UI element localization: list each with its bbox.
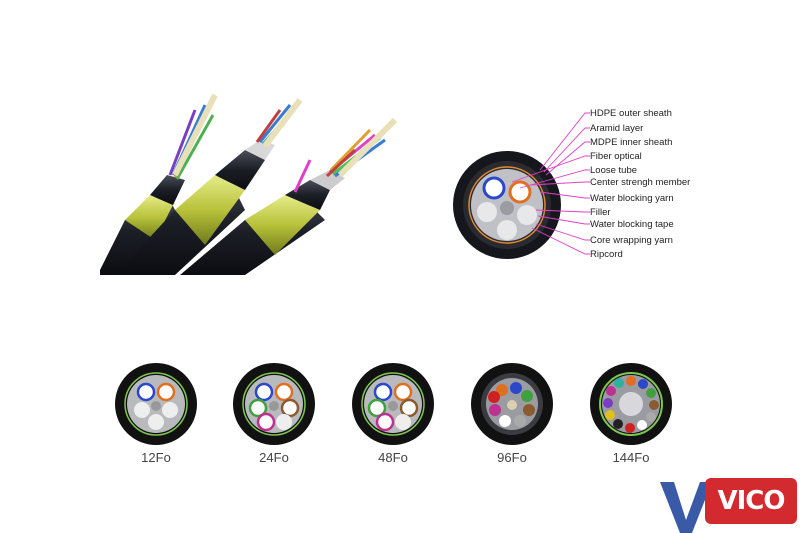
sample-label-96fo: 96Fo [497,450,527,465]
cable-right [180,117,398,275]
label-aramid-layer: Aramid layer [590,123,644,134]
cable-photo [100,93,398,275]
sample-label-144fo: 144Fo [612,450,650,465]
label-center-strength-member: Center strengh member [590,177,691,188]
logo-text: VICO [705,478,797,524]
label-filler: Filler [590,207,611,218]
sample-144fo-cross-section [590,363,672,445]
label-loose-tube: Loose tube [590,165,638,176]
sample-label-48fo: 48Fo [378,450,408,465]
sample-24fo-cross-section [233,363,315,445]
sample-48fo-cross-section [352,363,434,445]
sample-label-12fo: 12Fo [141,450,171,465]
label-water-blocking-tape: Water blocking tape [590,219,674,230]
sample-96fo-cross-section [471,363,553,445]
label-hdpe-outer-sheath: HDPE outer sheath [590,108,672,119]
label-core-wrapping-yarn: Core wrapping yarn [590,235,673,246]
callout-lines [511,112,590,255]
label-mdpe-inner-sheath: MDPE inner sheath [590,137,673,148]
sample-12fo-cross-section [115,363,197,445]
cable-middle [115,98,303,275]
label-ripcord: Ripcord [590,249,623,260]
vico-logo: VICO [660,470,800,533]
sample-label-24fo: 24Fo [259,450,289,465]
label-fiber-optical: Fiber optical [590,151,642,162]
label-water-blocking-yarn: Water blocking yarn [590,193,674,204]
